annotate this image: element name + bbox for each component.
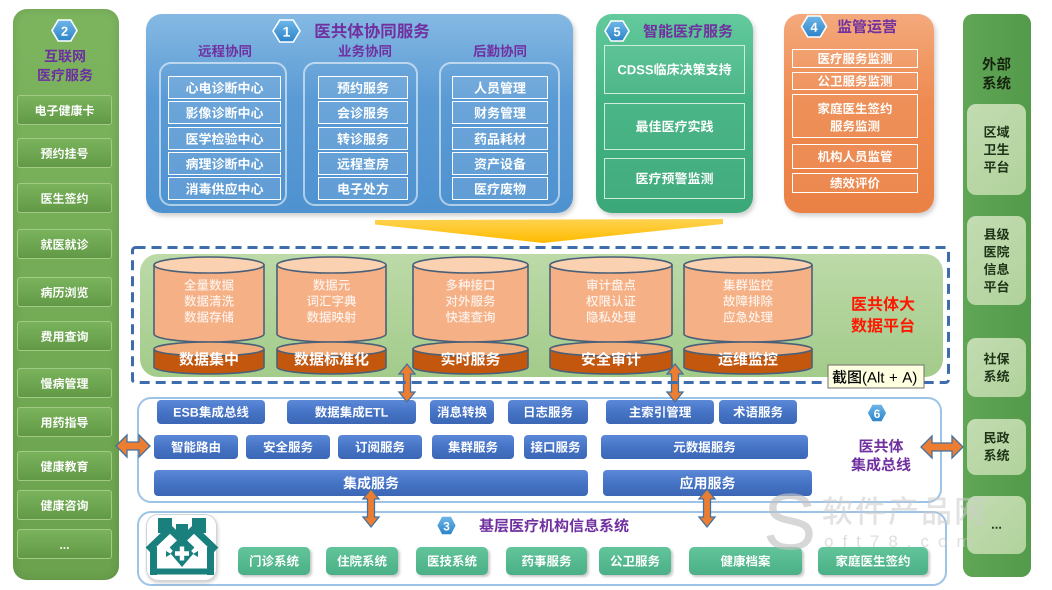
svg-text:oft78.com: oft78.com (824, 532, 980, 551)
svg-text:S: S (763, 477, 816, 566)
